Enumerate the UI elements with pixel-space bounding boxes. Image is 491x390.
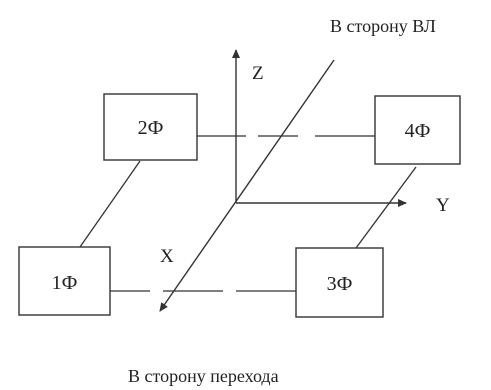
x-axis bbox=[159, 59, 335, 312]
phase-box-2f: 2Ф bbox=[103, 93, 198, 161]
connector-1f-2f bbox=[79, 160, 141, 248]
phase-box-3f: 3Ф bbox=[295, 247, 384, 318]
x-axis-label: X bbox=[160, 246, 174, 267]
direction-bottom-label: В сторону перехода bbox=[128, 366, 279, 386]
z-axis-label: Z bbox=[252, 63, 264, 84]
phase-label-4f: 4Ф bbox=[405, 120, 431, 142]
phase-label-1f: 1Ф bbox=[52, 272, 78, 294]
connector-3f-4f bbox=[355, 166, 417, 249]
phase-label-2f: 2Ф bbox=[138, 117, 164, 139]
y-axis-label: Y bbox=[436, 195, 450, 216]
phase-label-3f: 3Ф bbox=[327, 273, 353, 295]
phase-box-1f: 1Ф bbox=[18, 246, 111, 316]
direction-top-label: В сторону ВЛ bbox=[330, 16, 436, 36]
phase-box-4f: 4Ф bbox=[374, 95, 461, 165]
